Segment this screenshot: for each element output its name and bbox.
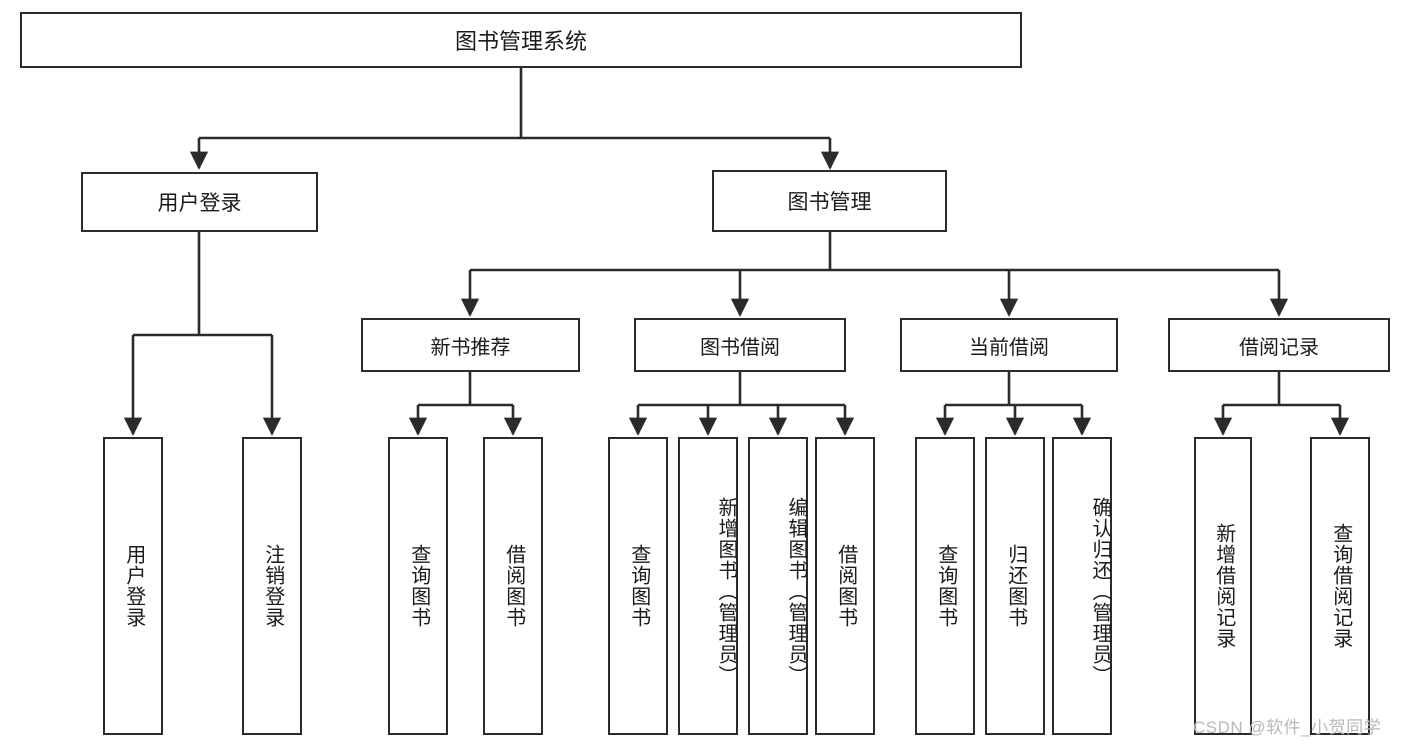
leaf-label: 归还图书 [1004, 544, 1027, 628]
leaf-label: 注销登录 [261, 544, 284, 628]
node-label: 用户登录 [157, 192, 242, 215]
node-book-borrow[interactable]: 图书借阅 [634, 318, 846, 372]
leaf-label: 编辑图书（管理员） [785, 496, 807, 686]
leaf-label: 查询借阅记录 [1329, 523, 1352, 649]
leaf-label: 确认归还（管理员） [1089, 496, 1111, 686]
leaf-borrow-book-recommend[interactable]: 借阅图书 [483, 437, 543, 735]
leaf-query-book-borrow[interactable]: 查询图书 [608, 437, 668, 735]
leaf-label: 借阅图书 [502, 544, 525, 628]
leaf-confirm-return-admin[interactable]: 确认归还（管理员） [1052, 437, 1112, 735]
node-label: 新书推荐 [430, 336, 511, 359]
leaf-label: 查询图书 [627, 544, 650, 628]
leaf-label: 用户登录 [122, 544, 145, 628]
csdn-watermark: CSDN @软件_小贺同学 [1193, 718, 1382, 737]
leaf-label: 查询图书 [407, 544, 430, 628]
leaf-borrow-book[interactable]: 借阅图书 [815, 437, 875, 735]
leaf-logout[interactable]: 注销登录 [242, 437, 302, 735]
leaf-label: 新增借阅记录 [1212, 523, 1235, 649]
node-root-book-management-system[interactable]: 图书管理系统 [20, 12, 1022, 68]
node-borrow-records[interactable]: 借阅记录 [1168, 318, 1390, 372]
leaf-label: 查询图书 [934, 544, 957, 628]
node-user-login[interactable]: 用户登录 [81, 172, 318, 232]
node-label: 当前借阅 [969, 336, 1049, 359]
node-label: 图书管理 [787, 191, 872, 214]
node-book-management[interactable]: 图书管理 [712, 170, 947, 232]
leaf-add-borrow-record[interactable]: 新增借阅记录 [1194, 437, 1252, 735]
node-label: 图书管理系统 [454, 29, 587, 54]
node-new-book-recommend[interactable]: 新书推荐 [361, 318, 580, 372]
leaf-edit-book-admin[interactable]: 编辑图书（管理员） [748, 437, 808, 735]
leaf-query-book-recommend[interactable]: 查询图书 [388, 437, 448, 735]
leaf-query-borrow-record[interactable]: 查询借阅记录 [1310, 437, 1370, 735]
leaf-add-book-admin[interactable]: 新增图书（管理员） [678, 437, 738, 735]
leaf-user-login[interactable]: 用户登录 [103, 437, 163, 735]
node-label: 图书借阅 [700, 336, 780, 359]
node-current-borrow[interactable]: 当前借阅 [900, 318, 1118, 372]
leaf-query-book-current[interactable]: 查询图书 [915, 437, 975, 735]
leaf-label: 新增图书（管理员） [715, 496, 737, 686]
leaf-label: 借阅图书 [834, 544, 857, 628]
leaf-return-book[interactable]: 归还图书 [985, 437, 1045, 735]
node-label: 借阅记录 [1239, 336, 1319, 359]
